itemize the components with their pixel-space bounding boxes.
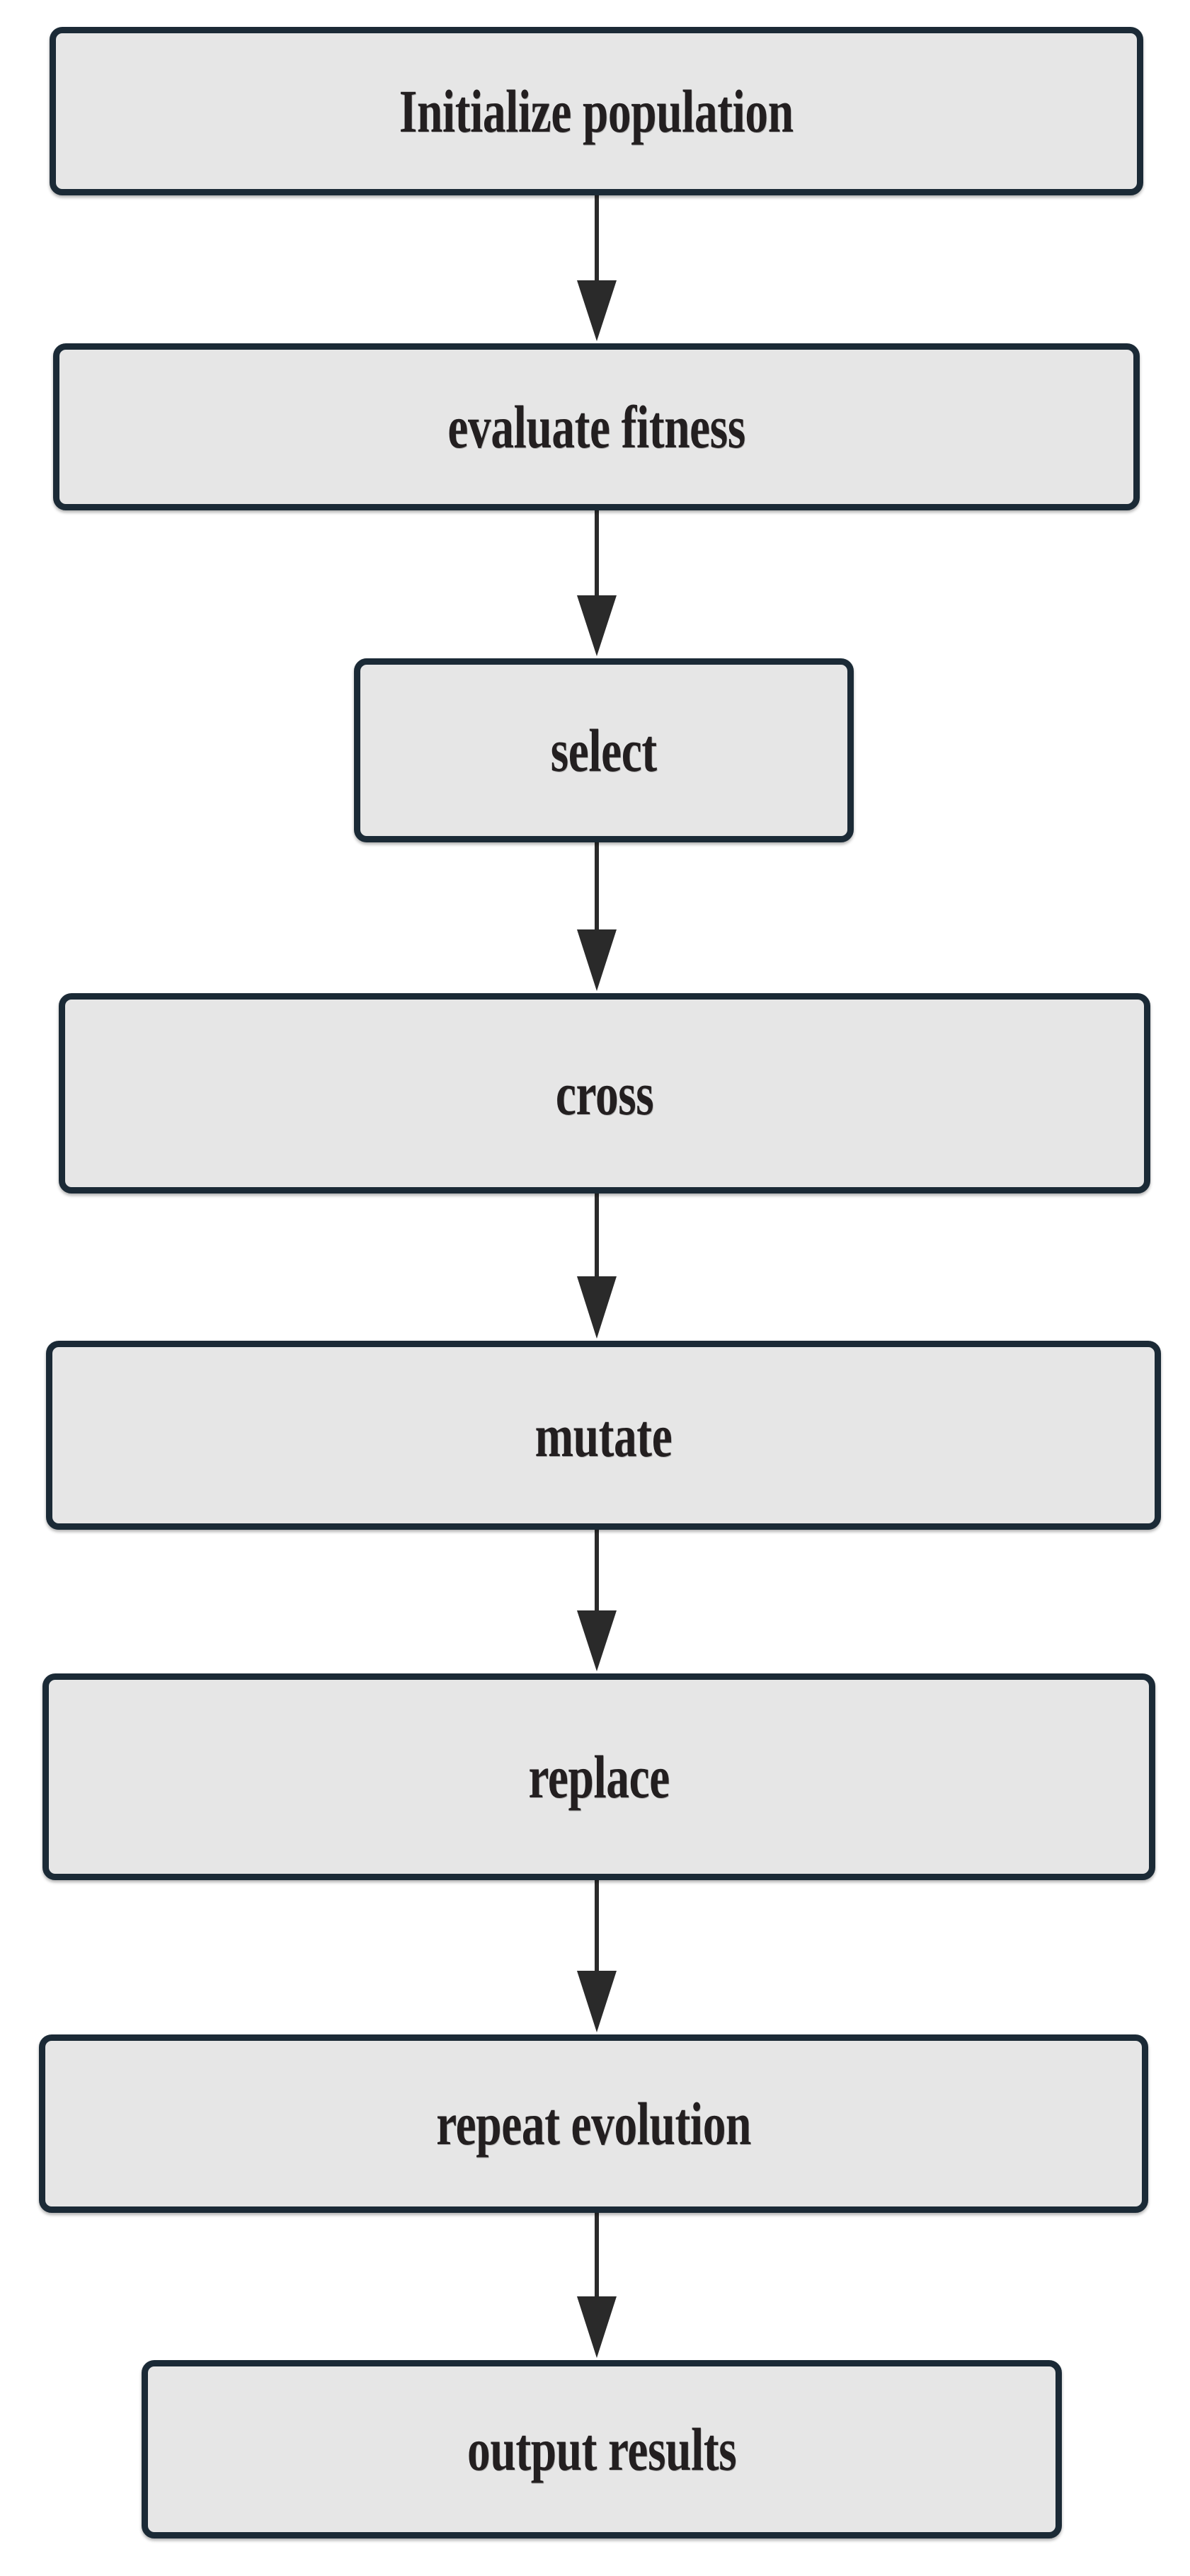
node-label: evaluate fitness [447,393,745,461]
node-label: repeat evolution [436,2090,751,2158]
node-label: Initialize population [399,77,794,145]
node-label: mutate [534,1401,673,1470]
node-label: output results [467,2415,737,2483]
node-initialize-population[interactable]: Initialize population [50,27,1143,195]
node-label: cross [555,1059,654,1128]
node-mutate[interactable]: mutate [46,1341,1161,1530]
node-replace[interactable]: replace [42,1673,1155,1880]
node-label: replace [528,1743,670,1811]
node-evaluate-fitness[interactable]: evaluate fitness [53,343,1140,510]
node-output-results[interactable]: output results [142,2360,1062,2538]
node-repeat-evolution[interactable]: repeat evolution [39,2034,1148,2213]
node-cross[interactable]: cross [59,993,1150,1193]
node-select[interactable]: select [354,658,854,842]
node-label: select [550,716,658,784]
